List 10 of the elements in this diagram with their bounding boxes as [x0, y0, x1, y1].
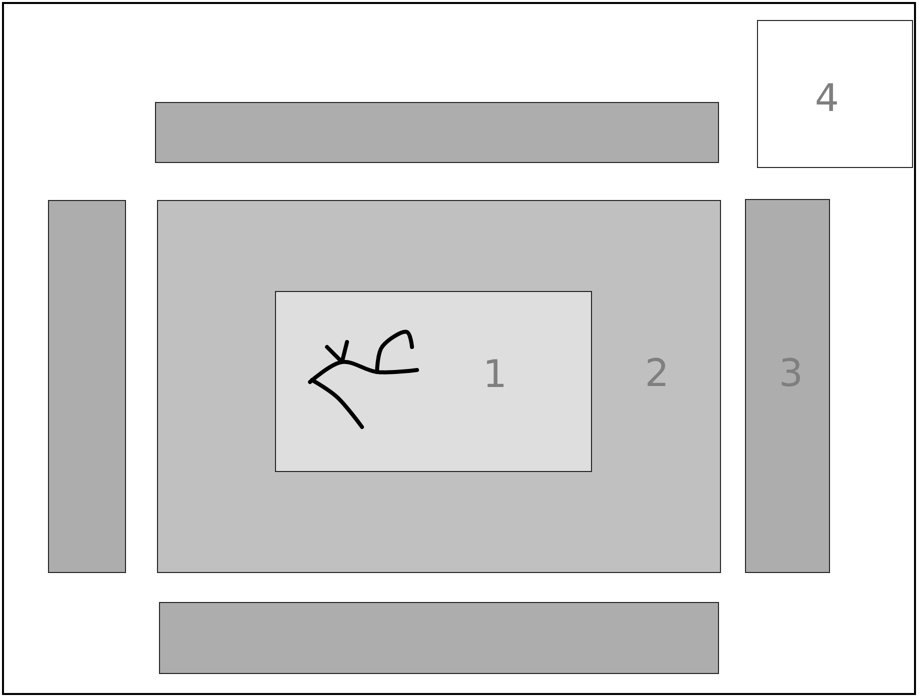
labeled-box — [745, 199, 830, 573]
labeled-box — [757, 20, 913, 168]
box-number: 2 — [644, 354, 670, 392]
bar-shape — [48, 200, 126, 573]
box-number: 4 — [814, 79, 840, 117]
bar-shape — [155, 102, 719, 163]
labeled-box — [157, 200, 721, 573]
labeled-box — [275, 291, 592, 472]
box-number: 1 — [482, 355, 508, 393]
bar-shape — [159, 602, 719, 674]
